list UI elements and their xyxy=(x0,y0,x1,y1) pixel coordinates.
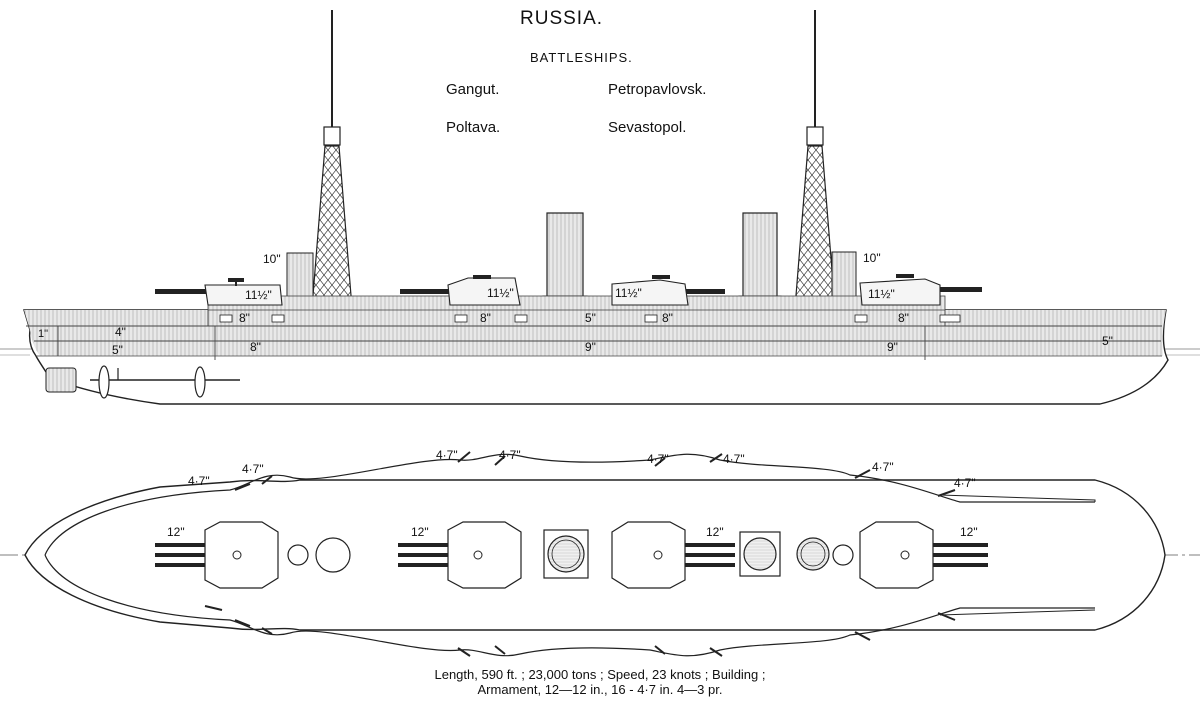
secondary-gun-label-2: 4·7" xyxy=(242,462,264,476)
turret-2-armor-label: 11½" xyxy=(487,286,514,300)
turret-1 xyxy=(155,278,283,306)
turret-2 xyxy=(400,275,521,306)
country-title: RUSSIA. xyxy=(520,8,604,29)
turret-1-armor-label: 11½" xyxy=(245,288,272,302)
secondary-guns xyxy=(204,451,956,657)
main-gun-label-2: 12" xyxy=(411,525,429,539)
upper-belt-8-a-label: 8" xyxy=(239,311,250,325)
plan-funnel-aft xyxy=(739,531,781,577)
secondary-gun-label-3: 4·7" xyxy=(436,448,458,462)
upper-belt-8-b-label: 8" xyxy=(480,311,491,325)
ship-name-poltava: Poltava. xyxy=(446,119,501,136)
upper-belt-5-label: 5" xyxy=(585,311,596,325)
main-belt-8-label: 8" xyxy=(250,340,261,354)
plan-turret-1 xyxy=(155,521,279,589)
belt-fore-upper-label: 4" xyxy=(115,325,126,339)
elevation-view: 1" 4" 5" 5" 8" 8" 8" 8" 5" 8" 9" 9" 10" … xyxy=(0,10,1200,405)
aft-funnel xyxy=(738,212,782,311)
main-mast xyxy=(794,10,836,309)
deck-outline xyxy=(24,479,1166,631)
plan-turret-2 xyxy=(398,521,522,589)
plan-fore-conning xyxy=(315,537,351,573)
rudder-and-propellers xyxy=(45,365,240,399)
secondary-gun-label-6: 4·7" xyxy=(723,452,745,466)
specifications-caption: Length, 590 ft. ; 23,000 tons ; Speed, 2… xyxy=(0,667,1200,697)
turret-4 xyxy=(859,274,982,306)
main-belt-9-b-label: 9" xyxy=(887,340,898,354)
plan-fore-mast xyxy=(287,544,309,566)
ship-name-gangut: Gangut. xyxy=(446,81,500,98)
class-title: BATTLESHIPS. xyxy=(530,50,633,65)
upper-belt-8-c-label: 8" xyxy=(662,311,673,325)
main-belt-9-a-label: 9" xyxy=(585,340,596,354)
specifications-line-2: Armament, 12—12 in., 16 - 4·7 in. 4—3 pr… xyxy=(477,682,723,697)
secondary-gun-label-1: 4·7" xyxy=(188,474,210,488)
main-gun-label-4: 12" xyxy=(960,525,978,539)
plan-funnel-fore xyxy=(543,529,589,579)
plan-main-mast xyxy=(796,537,830,571)
secondary-gun-label-7: 4·7" xyxy=(872,460,894,474)
fore-conning-armor-label: 10" xyxy=(263,252,281,266)
secondary-gun-label-5: 4·7" xyxy=(647,452,669,466)
belt-aft-label: 5" xyxy=(1102,334,1113,348)
upper-belt-8-d-label: 8" xyxy=(898,311,909,325)
secondary-gun-label-8: 4·7" xyxy=(954,476,976,490)
header: RUSSIA. BATTLESHIPS. Gangut. Petropavlov… xyxy=(0,0,1200,150)
belt-fore-lower-label: 5" xyxy=(112,343,123,357)
secondary-gun-label-4: 4·7" xyxy=(499,448,521,462)
plan-view: 4·7" 4·7" 4·7" 4·7" 4·7" 4·7" 4·7" 4·7" … xyxy=(0,448,1200,657)
aft-conning-armor-label: 10" xyxy=(863,251,881,265)
ship-name-sevastopol: Sevastopol. xyxy=(608,119,687,136)
main-gun-label-1: 12" xyxy=(167,525,185,539)
plan-turret-3 xyxy=(611,521,735,589)
turret-4-armor-label: 11½" xyxy=(868,287,895,301)
specifications-line-1: Length, 590 ft. ; 23,000 tons ; Speed, 2… xyxy=(434,667,766,682)
turret-3 xyxy=(611,275,725,306)
fore-mast xyxy=(311,10,353,309)
ship-name-petropavlovsk: Petropavlovsk. xyxy=(608,81,707,98)
fore-funnel xyxy=(542,212,588,311)
bow-armor-label: 1" xyxy=(38,328,48,340)
plan-turret-4 xyxy=(859,521,988,589)
plan-aft-conning xyxy=(832,544,854,566)
main-gun-label-3: 12" xyxy=(706,525,724,539)
turret-3-armor-label: 11½" xyxy=(615,286,642,300)
